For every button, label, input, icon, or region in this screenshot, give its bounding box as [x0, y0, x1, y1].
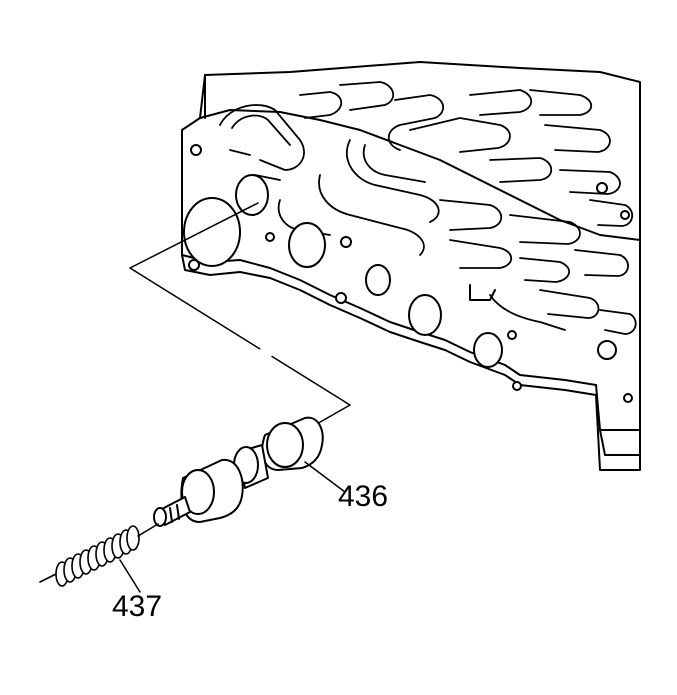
callout-leaders	[119, 461, 346, 593]
valve-spool	[153, 416, 324, 527]
callout-437: 437	[112, 590, 163, 623]
valve-body-channels	[219, 81, 637, 335]
valve-body	[181, 61, 641, 471]
valve-body-ports	[183, 144, 633, 403]
callout-436: 436	[338, 480, 389, 513]
leader-437	[119, 559, 141, 593]
installation-leader-line	[129, 202, 351, 426]
valve-spring	[39, 523, 159, 587]
leader-436	[304, 461, 346, 493]
